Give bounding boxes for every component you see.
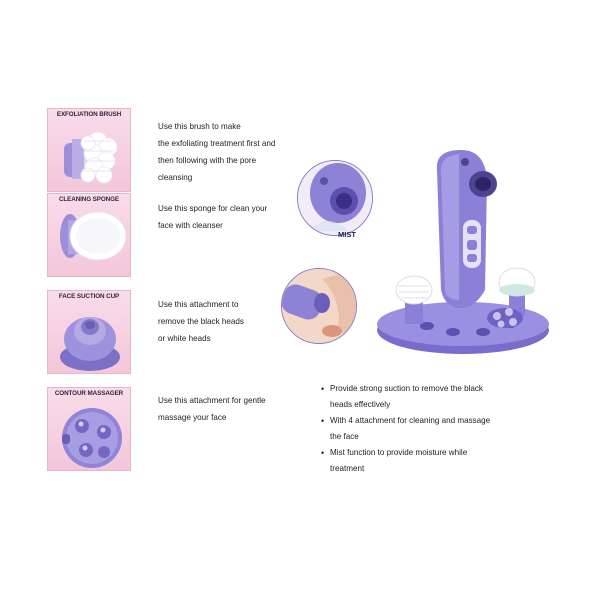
list-item: Mist function to provide moisture while …: [318, 445, 533, 477]
feature-line: the face: [330, 432, 359, 441]
mist-nozzle-image: [298, 161, 372, 235]
mist-label: MIST: [338, 230, 356, 239]
exfoliation-brush-description: Use this brush to make the exfoliating t…: [158, 122, 276, 182]
exfoliation-brush-card: EXFOLIATION BRUSH: [47, 108, 131, 192]
card-title: EXFOLIATION BRUSH: [56, 111, 122, 118]
device-image: [377, 150, 549, 354]
list-item: Provide strong suction to remove the bla…: [318, 381, 533, 413]
contour-massager-description: Use this attachment for gentle massage y…: [158, 396, 266, 422]
pore-cleaner-device: [375, 140, 555, 365]
cleaning-sponge-description: Use this sponge for clean your face with…: [158, 204, 268, 230]
mist-closeup-bubble: [297, 160, 373, 236]
list-item: With 4 attachment for cleaning and massa…: [318, 413, 533, 445]
face-suction-cup-card: FACE SUCTION CUP: [47, 290, 131, 374]
feature-line: heads effectively: [330, 400, 391, 409]
cleaning-sponge-card: CLEANING SPONGE: [47, 193, 131, 277]
suction-closeup-bubble: [281, 268, 357, 344]
exfoliation-brush-icon: [64, 131, 118, 184]
contour-massager-card: CONTOUR MASSAGER: [47, 387, 131, 471]
feature-line: Mist function to provide moisture while: [330, 448, 468, 457]
cleaning-sponge-icon: [60, 211, 127, 261]
feature-list: Provide strong suction to remove the bla…: [318, 381, 533, 477]
card-title: CLEANING SPONGE: [58, 196, 120, 203]
face-suction-cup-icon: [60, 317, 120, 371]
feature-line: treatment: [330, 464, 365, 473]
face-suction-cup-description: Use this attachment to remove the black …: [158, 300, 244, 343]
contour-massager-icon: [62, 408, 122, 468]
feature-line: With 4 attachment for cleaning and massa…: [330, 416, 491, 425]
card-title: CONTOUR MASSAGER: [54, 390, 124, 397]
card-title: FACE SUCTION CUP: [58, 293, 120, 300]
feature-line: Provide strong suction to remove the bla…: [330, 384, 483, 393]
suction-on-nose-image: [282, 269, 356, 343]
